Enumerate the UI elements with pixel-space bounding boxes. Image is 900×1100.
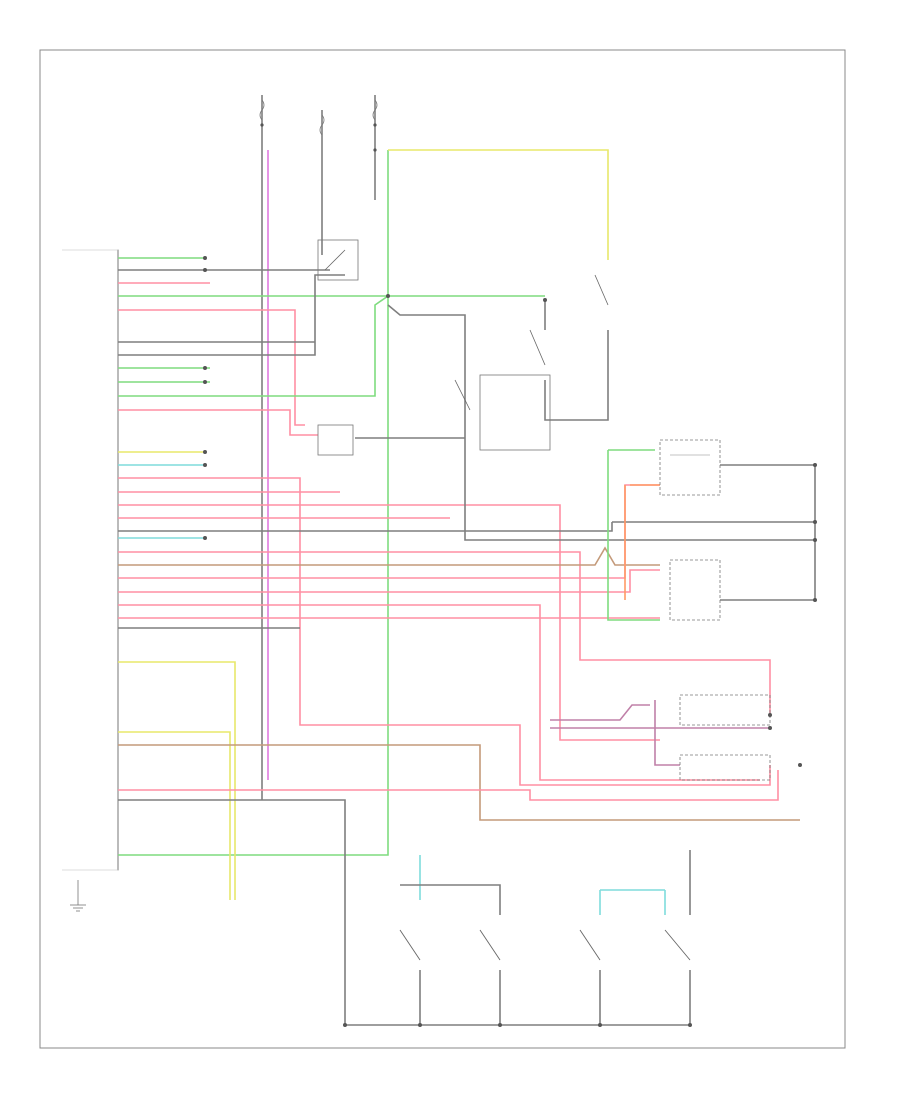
door-lock-switch-right — [669, 559, 721, 621]
wire-gray-relay — [387, 304, 815, 541]
wire-brown-2 — [118, 744, 800, 821]
wire-green-main — [118, 150, 389, 856]
actuator-left — [679, 694, 771, 726]
wire-pink-4 — [118, 477, 771, 786]
wire-pink-6 — [118, 504, 660, 741]
wire-harness — [118, 95, 816, 1026]
wire-gray-3 — [118, 274, 345, 356]
relay-box-mid — [454, 374, 551, 451]
wire-green-right — [607, 449, 660, 621]
wire-cyan-bottom-2 — [599, 889, 666, 915]
control-module — [62, 249, 119, 871]
wire-violet-1 — [550, 704, 650, 721]
wire-orange-right — [624, 484, 660, 600]
wire-yellow-top — [388, 149, 609, 260]
ground-symbol — [70, 880, 86, 912]
actuator-right — [679, 754, 771, 781]
wire-pink-10 — [118, 569, 660, 593]
door-lock-switch-left — [659, 439, 721, 496]
wire-gray-4 — [118, 522, 613, 532]
wire-yellow-3 — [118, 731, 231, 900]
wire-pink-8 — [118, 551, 771, 715]
wire-gray-bottom-2 — [419, 970, 691, 1025]
wire-brown-1 — [118, 546, 660, 566]
fuse-symbols — [259, 99, 378, 136]
wire-gray-bottom-3 — [400, 884, 501, 915]
wire-gray-relay2 — [544, 300, 609, 421]
wire-pink-11 — [118, 604, 760, 781]
relay-box-center — [317, 424, 354, 456]
wire-gray-6 — [118, 799, 346, 1025]
wire-pink-13 — [118, 770, 779, 801]
connector-dots — [203, 123, 817, 1027]
wire-yellow-2 — [118, 661, 236, 900]
relay-box-right — [529, 274, 609, 366]
wire-pink-3 — [118, 409, 318, 436]
wire-green-5 — [118, 295, 389, 397]
door-switches-bottom — [399, 929, 691, 961]
wire-pink-2 — [118, 309, 305, 426]
wire-violet-3 — [654, 700, 680, 766]
relay-box-top — [317, 239, 359, 281]
diagram-frame — [39, 49, 846, 1049]
